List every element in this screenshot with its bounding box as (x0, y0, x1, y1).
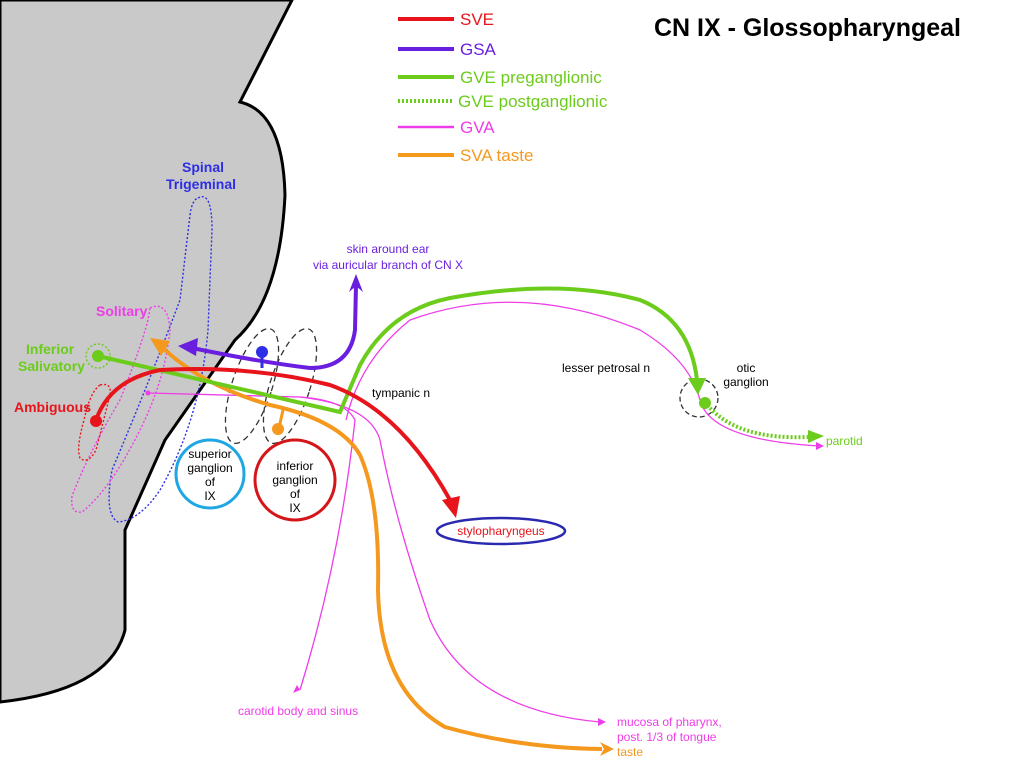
gve-arrowhead (688, 378, 706, 395)
mucosa-label-line2: post. 1/3 of tongue (617, 730, 717, 744)
ambiguous-nucleus-outline (77, 383, 111, 461)
tympanic-label: tympanic n (372, 386, 430, 400)
superior-ganglion-label-2: ganglion (187, 461, 232, 475)
legend-label-sve: SVE (460, 10, 494, 29)
legend-label-gve-post: GVE postganglionic (458, 92, 608, 111)
sva-ganglion-cell (272, 423, 284, 435)
skin-ear-label-line2: via auricular branch of CN X (313, 258, 463, 272)
gsa-tail (349, 274, 363, 292)
spinal-trigeminal-label-line2: Trigeminal (166, 176, 236, 192)
gva-pathways (147, 301, 821, 723)
gve-preganglionic-fiber (97, 286, 699, 415)
superior-ganglion-ring (174, 438, 246, 510)
gsa-arrowhead (178, 338, 198, 356)
superior-ganglion-label-1: superior (188, 447, 231, 461)
gva-nucleus-dot (145, 390, 151, 396)
gsa-ganglion-cell (256, 346, 268, 358)
page-title: CN IX - Glossopharyngeal (654, 14, 961, 42)
stylopharyngeus-label: stylopharyngeus (457, 524, 544, 538)
otic-ganglion-label-2: ganglion (723, 375, 768, 389)
gve-postganglionic-fiber (708, 406, 809, 440)
gve-nucleus-cell (92, 350, 104, 362)
inferior-ganglion-label-2: ganglion (272, 473, 317, 487)
sva-tail (600, 742, 614, 756)
carotid-label: carotid body and sinus (238, 704, 358, 718)
stylopharyngeus-ring (435, 516, 567, 546)
taste-label: taste (617, 745, 643, 759)
legend: SVE GSA GVE preganglionic GVE postgangli… (398, 10, 608, 165)
inferior-ganglion-ring (253, 438, 337, 522)
otic-ganglion-label-1: otic (737, 361, 756, 375)
inferior-ganglion-outline (262, 327, 318, 445)
lesser-petrosal-label: lesser petrosal n (562, 361, 650, 375)
sve-fiber (94, 367, 452, 501)
ambiguous-label: Ambiguous (14, 399, 91, 415)
legend-label-sva: SVA taste (460, 146, 533, 165)
mucosa-label-line1: mucosa of pharynx, (617, 715, 722, 729)
legend-label-gsa: GSA (460, 40, 497, 59)
sva-taste-fiber (158, 343, 603, 751)
inferior-ganglion-label-3: of (290, 487, 301, 501)
inferior-salivatory-label-line2: Salivatory (18, 358, 85, 374)
sve-arrowhead (442, 496, 460, 518)
legend-label-gva: GVA (460, 118, 495, 137)
inferior-salivatory-nucleus-outline (85, 343, 111, 369)
otic-ganglion-cell (699, 397, 711, 409)
gsa-fiber (191, 284, 358, 371)
superior-ganglion-label-4: IX (204, 489, 215, 503)
sve-nucleus-cell (90, 415, 102, 427)
spinal-trigeminal-nucleus-outline (108, 196, 213, 523)
gva-arrow-carotid (293, 685, 300, 693)
skin-ear-label-line1: skin around ear (347, 242, 430, 256)
solitary-nucleus-outline (71, 305, 171, 513)
inferior-salivatory-label-line1: Inferior (26, 341, 75, 357)
spinal-trigeminal-label-line1: Spinal (182, 159, 224, 175)
inferior-ganglion-label-1: inferior (277, 459, 314, 473)
superior-ganglion-outline (224, 327, 280, 445)
sva-arrowhead (150, 338, 170, 356)
legend-label-gve-pre: GVE preganglionic (460, 68, 602, 87)
gva-arrow-mucosa (598, 718, 606, 726)
inferior-ganglion-label-4: IX (289, 501, 300, 515)
superior-ganglion-label-3: of (205, 475, 216, 489)
solitary-label: Solitary (96, 303, 148, 319)
gve-post-arrowhead (808, 430, 824, 443)
gva-arrow-parotid (816, 442, 824, 450)
brainstem-shape (0, 0, 294, 704)
parotid-label: parotid (826, 434, 863, 448)
